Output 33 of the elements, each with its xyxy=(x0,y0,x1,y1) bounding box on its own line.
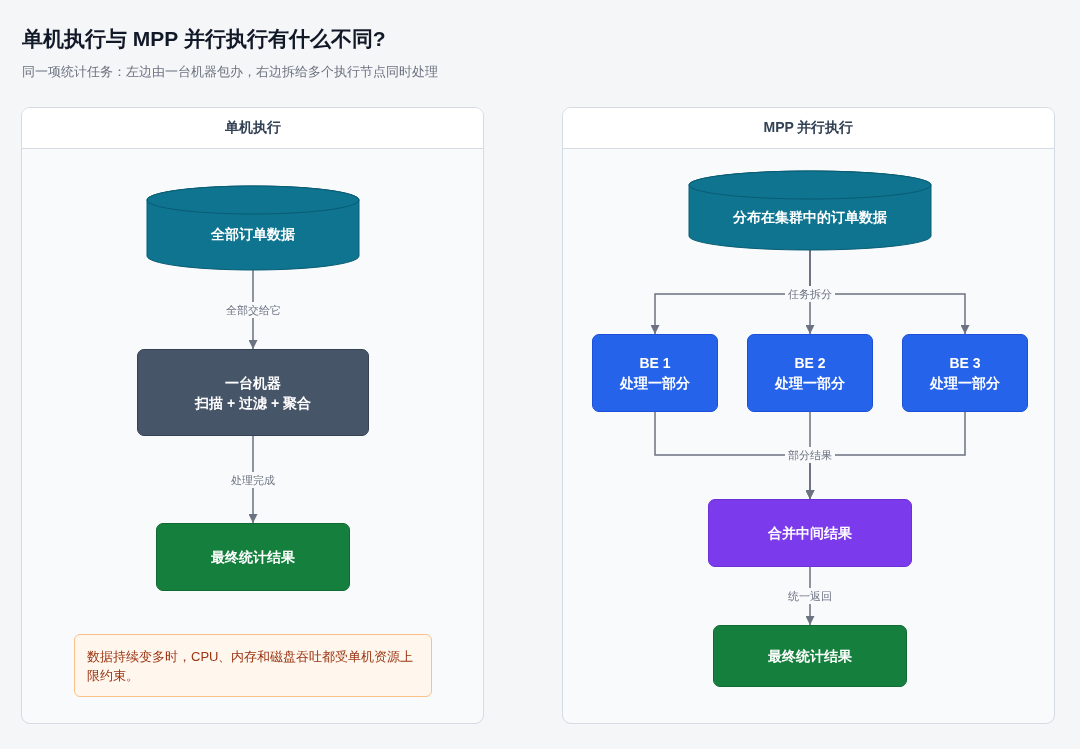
process-box xyxy=(156,523,350,591)
diagram-title: 单机执行与 MPP 并行执行有什么不同? xyxy=(22,26,386,52)
database-cylinder xyxy=(689,171,931,250)
box-label: 最终统计结果 xyxy=(768,647,852,666)
edge-label: 处理完成 xyxy=(228,471,278,488)
box-label: BE 3 xyxy=(949,354,981,373)
note-text: 数据持续变多时，CPU、内存和磁盘吞吐都受单机资源上限约束。 xyxy=(87,647,415,685)
note-box xyxy=(74,634,432,697)
box-label: BE 1 xyxy=(639,354,671,373)
process-box xyxy=(137,349,369,436)
subtitle: 同一项统计任务：左边由一台机器包办，右边拆给多个执行节点同时处理 xyxy=(22,63,438,81)
cylinder-label: 全部订单数据 xyxy=(211,226,295,244)
cylinder-label: 分布在集群中的订单数据 xyxy=(733,208,887,227)
box-label: 处理一部分 xyxy=(930,374,1000,393)
process-box xyxy=(592,334,718,412)
panel-card xyxy=(562,107,1055,724)
box-label: 处理一部分 xyxy=(775,374,845,393)
box-label: 处理一部分 xyxy=(620,374,690,393)
panel-title: 单机执行 xyxy=(224,119,281,137)
box-label: 最终统计结果 xyxy=(211,548,295,567)
database-cylinder xyxy=(147,186,359,270)
edge-label: 任务拆分 xyxy=(785,286,835,302)
process-box xyxy=(902,334,1028,412)
box-label: BE 2 xyxy=(794,354,826,373)
process-box xyxy=(747,334,873,412)
box-label: 一台机器 xyxy=(225,373,281,393)
panel-title: MPP 并行执行 xyxy=(763,119,854,137)
box-label: 合并中间结果 xyxy=(768,524,852,543)
box-label: 扫描 + 过滤 + 聚合 xyxy=(195,393,311,413)
process-box xyxy=(708,499,912,567)
process-box xyxy=(713,625,907,687)
edge-label: 部分结果 xyxy=(785,447,835,463)
panel-card xyxy=(21,107,484,724)
